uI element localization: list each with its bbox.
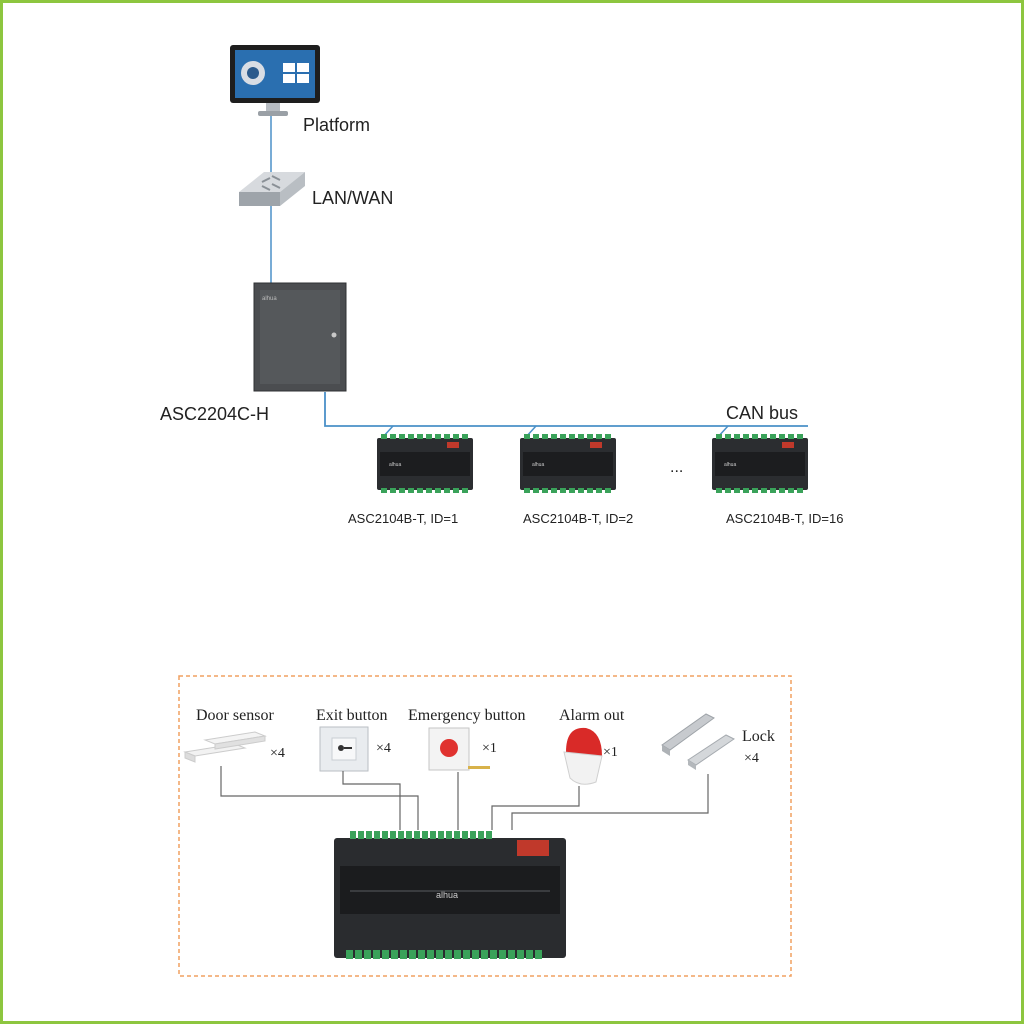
wire-alarm-out xyxy=(491,786,580,830)
sub-controller-2: alhua xyxy=(520,425,616,493)
sub-controller-label: ASC2104B-T, ID=16 xyxy=(726,511,843,526)
sub-controller-brand: alhua xyxy=(724,462,736,468)
main-controller-cabinet-icon: alhua xyxy=(253,282,347,392)
emergency-button-icon xyxy=(428,727,490,771)
lock-label: Lock xyxy=(742,728,775,745)
switch-icon xyxy=(239,172,305,206)
sub-controller-3: alhua xyxy=(712,425,808,493)
cabinet-brand: alhua xyxy=(262,296,277,302)
wire-door-sensor xyxy=(220,766,419,830)
magnetic-lock-icon xyxy=(661,713,735,770)
exit-button-icon xyxy=(319,726,369,772)
emergency-button-label: Emergency button xyxy=(408,707,525,724)
door-sensor-label: Door sensor xyxy=(196,707,274,724)
wire-exit-button xyxy=(342,771,401,830)
door-sensor-icon xyxy=(183,731,267,763)
exit-button-label: Exit button xyxy=(316,707,388,724)
wiring-lines xyxy=(220,766,709,830)
wiring-dashed-box xyxy=(178,675,792,977)
wiring-controller-icon: alhua xyxy=(334,831,566,959)
main-controller-label: ASC2204C-H xyxy=(160,404,269,424)
door-sensor-qty: ×4 xyxy=(270,746,285,761)
sub-controller-brand: alhua xyxy=(532,462,544,468)
lock-qty: ×4 xyxy=(744,751,759,766)
ellipsis-label: ... xyxy=(670,459,683,476)
exit-button-qty: ×4 xyxy=(376,741,391,756)
emergency-button-qty: ×1 xyxy=(482,741,497,756)
wiring-controller-brand: alhua xyxy=(436,890,458,900)
wire-lock xyxy=(511,774,709,830)
sub-controller-1: alhua xyxy=(377,425,473,493)
lan-wan-label: LAN/WAN xyxy=(312,188,393,208)
sub-controller-label: ASC2104B-T, ID=2 xyxy=(523,511,633,526)
alarm-out-label: Alarm out xyxy=(559,707,625,724)
alarm-out-qty: ×1 xyxy=(603,745,618,760)
can-bus-line xyxy=(324,392,808,427)
alarm-siren-icon xyxy=(563,727,603,785)
platform-label: Platform xyxy=(303,115,370,135)
platform-monitor-icon xyxy=(230,45,320,116)
sub-controller-label: ASC2104B-T, ID=1 xyxy=(348,511,458,526)
sub-controller-brand: alhua xyxy=(389,462,401,468)
can-bus-label: CAN bus xyxy=(726,403,798,423)
